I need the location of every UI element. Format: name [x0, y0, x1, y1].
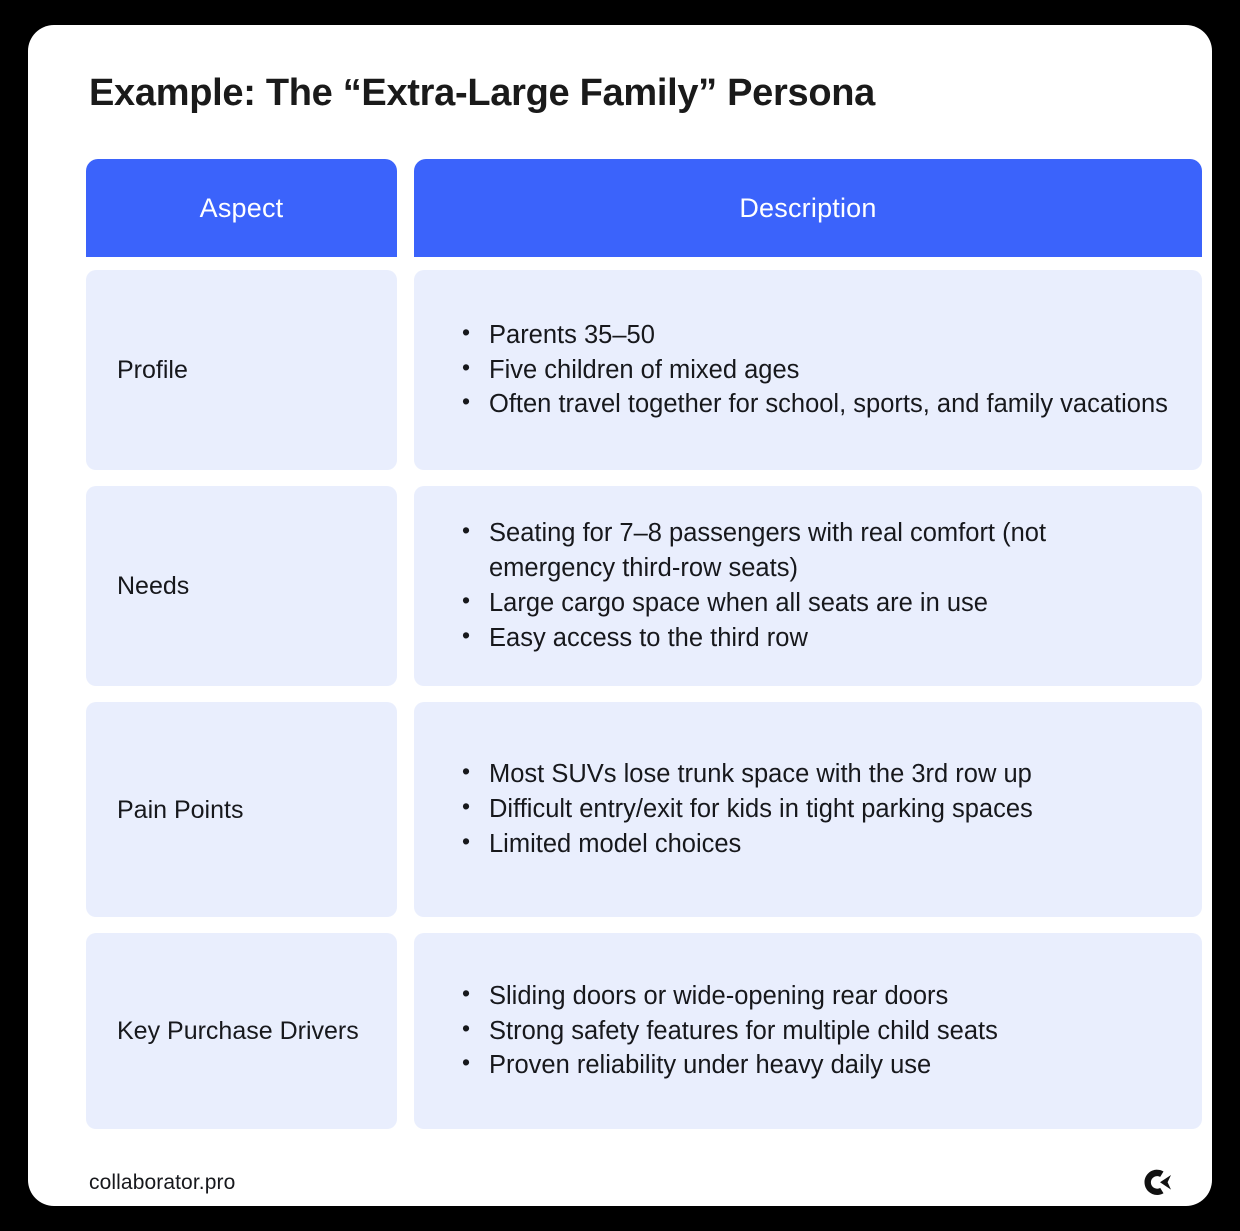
- list-item: Often travel together for school, sports…: [462, 386, 1178, 422]
- row-aspect-label: Key Purchase Drivers: [117, 1017, 359, 1045]
- row-aspect-cell: Profile: [86, 270, 397, 470]
- page-title: Example: The “Extra-Large Family” Person…: [89, 72, 875, 114]
- list-item: Parents 35–50: [462, 317, 1178, 353]
- card-footer: collaborator.pro: [89, 1163, 1174, 1203]
- list-item: Most SUVs lose trunk space with the 3rd …: [462, 756, 1178, 792]
- row-description-cell: Parents 35–50 Five children of mixed age…: [414, 270, 1202, 470]
- list-item: Large cargo space when all seats are in …: [462, 585, 1178, 621]
- bullet-list: Seating for 7–8 passengers with real com…: [462, 515, 1178, 656]
- list-item: Five children of mixed ages: [462, 352, 1178, 388]
- list-item: Easy access to the third row: [462, 620, 1178, 656]
- bullet-list: Sliding doors or wide-opening rear doors…: [462, 978, 1178, 1084]
- table-header-description: Description: [414, 159, 1202, 257]
- persona-table: Aspect Description Profile Parents 35–50…: [86, 159, 1202, 1145]
- table-header-aspect: Aspect: [86, 159, 397, 257]
- row-description-cell: Seating for 7–8 passengers with real com…: [414, 486, 1202, 686]
- bullet-list: Parents 35–50 Five children of mixed age…: [462, 317, 1178, 423]
- table-header-aspect-label: Aspect: [199, 192, 284, 223]
- list-item: Strong safety features for multiple chil…: [462, 1013, 1178, 1049]
- footer-site-label: collaborator.pro: [89, 1171, 236, 1194]
- persona-card: Example: The “Extra-Large Family” Person…: [28, 25, 1212, 1206]
- row-description-cell: Most SUVs lose trunk space with the 3rd …: [414, 702, 1202, 917]
- row-aspect-label: Pain Points: [117, 795, 244, 824]
- collaborator-logo-icon: [1144, 1169, 1171, 1195]
- row-description-cell: Sliding doors or wide-opening rear doors…: [414, 933, 1202, 1129]
- list-item: Sliding doors or wide-opening rear doors: [462, 978, 1178, 1014]
- table-header-description-label: Description: [739, 192, 877, 223]
- bullet-list: Most SUVs lose trunk space with the 3rd …: [462, 756, 1178, 862]
- table-row: Profile Parents 35–50 Five children of m…: [86, 270, 1202, 470]
- row-aspect-cell: Pain Points: [86, 702, 397, 917]
- table-row: Pain Points Most SUVs lose trunk space w…: [86, 702, 1202, 917]
- list-item: Seating for 7–8 passengers with real com…: [462, 515, 1178, 586]
- table-row: Key Purchase Drivers Sliding doors or wi…: [86, 933, 1202, 1129]
- row-aspect-label: Profile: [117, 356, 188, 384]
- table-header-row: Aspect Description: [86, 159, 1202, 257]
- row-aspect-cell: Key Purchase Drivers: [86, 933, 397, 1129]
- list-item: Proven reliability under heavy daily use: [462, 1047, 1178, 1083]
- list-item: Limited model choices: [462, 826, 1178, 862]
- row-aspect-label: Needs: [117, 572, 190, 600]
- list-item: Difficult entry/exit for kids in tight p…: [462, 791, 1178, 827]
- table-row: Needs Seating for 7–8 passengers with re…: [86, 486, 1202, 686]
- row-aspect-cell: Needs: [86, 486, 397, 686]
- collaborator-logo-icon: [1140, 1166, 1174, 1200]
